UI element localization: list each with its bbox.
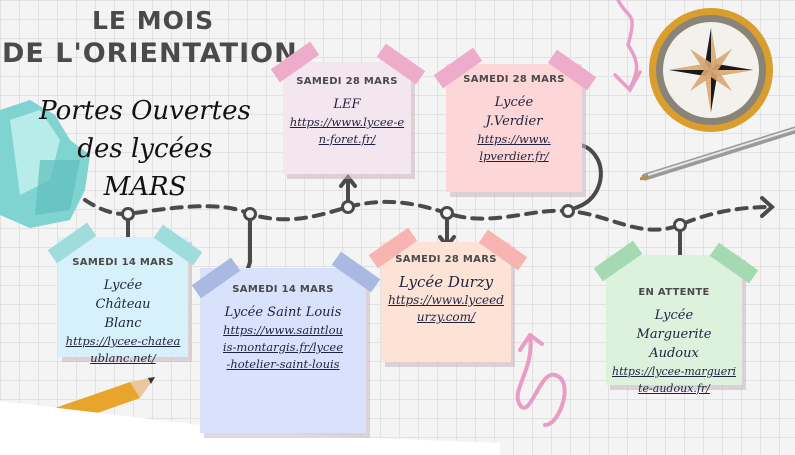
- event-status: En attente: [638, 287, 710, 298]
- event-card-audoux: En attente Lycée Marguerite Audoux https…: [593, 240, 759, 395]
- event-name: Lycée Marguerite Audoux: [636, 308, 712, 361]
- subtitle-line: Portes Ouvertes: [39, 96, 251, 126]
- event-card-lef: Samedi 28 Mars LEF https://www.lycee-en-…: [270, 41, 426, 174]
- event-date: Samedi 28 Mars: [296, 76, 398, 87]
- event-card-durzy: Samedi 28 Mars Lycée Durzy https://www.l…: [368, 227, 528, 362]
- subtitle: Portes Ouvertes des lycées MARS: [30, 92, 260, 206]
- event-date: Samedi 14 Mars: [72, 257, 174, 268]
- compass-icon: [649, 8, 773, 132]
- pink-arrow-doodle-icon: [613, 0, 642, 93]
- event-link[interactable]: https://www.lycee-en-foret.fr/: [289, 115, 405, 146]
- event-name: LEF: [333, 97, 361, 112]
- event-card-verdier: Samedi 28 Mars Lycée J.Verdier https://w…: [433, 47, 597, 192]
- event-link[interactable]: https://www.lpverdier.fr/: [477, 132, 551, 163]
- event-name: Lycée Saint Louis: [224, 305, 342, 320]
- event-date: Samedi 28 Mars: [463, 74, 565, 85]
- event-date: Samedi 28 Mars: [395, 254, 497, 265]
- event-link[interactable]: https://www.saintlouis-montargis.fr/lyce…: [222, 323, 344, 371]
- pen-icon: [640, 126, 795, 181]
- page-title-line2: de l'orientation: [2, 38, 298, 69]
- event-card-chateau-blanc: Samedi 14 Mars Lycée Château Blanc https…: [47, 222, 203, 365]
- timeline-path: [83, 136, 775, 285]
- event-name: Lycée J.Verdier: [485, 95, 543, 129]
- subtitle-line: des lycées: [77, 134, 213, 164]
- crumpled-paper-icon: [0, 100, 90, 228]
- event-name: Lycée Durzy: [398, 273, 494, 291]
- event-name: Lycée Château Blanc: [95, 278, 151, 331]
- timeline-node: [121, 207, 135, 221]
- event-card-saint-louis: Samedi 14 Mars Lycée Saint Louis https:/…: [191, 251, 381, 433]
- event-date: Samedi 14 Mars: [232, 284, 334, 295]
- subtitle-line: MARS: [103, 172, 187, 202]
- event-link[interactable]: https://www.lyceedurzy.com/: [388, 293, 504, 324]
- page-title-line1: Le mois: [92, 6, 215, 35]
- pink-loop-doodle-icon: [515, 333, 567, 427]
- event-link[interactable]: https://lycee-marguerite-audoux.fr/: [611, 365, 737, 395]
- event-link[interactable]: https://lycee-chateaublanc.net/: [65, 334, 181, 365]
